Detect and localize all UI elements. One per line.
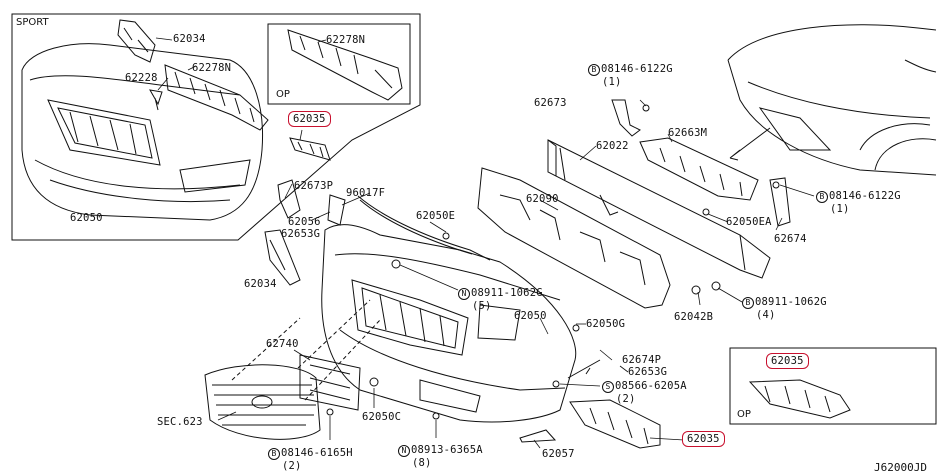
part-62034-left: 62034	[244, 278, 277, 290]
sec-623-label: SEC.623	[157, 416, 203, 428]
part-62673P: 62673P	[294, 180, 334, 192]
fastener-code: 08566-6205A	[615, 380, 687, 392]
op-inset-top	[267, 23, 411, 105]
op-inset-title-top: OP	[276, 89, 290, 100]
part-62034-sport: 62034	[173, 33, 206, 45]
bracket-62673	[611, 99, 641, 137]
part-62050EA: 62050EA	[726, 216, 772, 228]
fastener-code: 08146-6122G	[601, 63, 673, 75]
car-outline-drawing	[727, 24, 937, 176]
part-62740: 62740	[266, 338, 299, 350]
fastener-code: 08911-1062G	[755, 296, 827, 308]
part-62035-top: 62035	[288, 111, 331, 127]
part-62674: 62674	[774, 233, 807, 245]
bracket-62674	[769, 177, 791, 227]
sport-bumper-drawing	[21, 43, 263, 221]
fastener-mark-b: B	[816, 191, 828, 203]
fastener-mark-b: B	[588, 64, 600, 76]
clip-62228	[149, 89, 163, 111]
fastener-qty: (1)	[602, 76, 622, 88]
part-62228: 62228	[125, 72, 158, 84]
part-62653G-left: 62653G	[281, 228, 321, 240]
clip-62057	[519, 429, 557, 443]
part-62653G-right: 62653G	[628, 366, 668, 378]
fastener-qty: (8)	[412, 457, 432, 469]
bracket-62673P	[277, 179, 301, 219]
fastener-qty: (2)	[616, 393, 636, 405]
part-62278N-sport: 62278N	[192, 62, 232, 74]
fastener-qty: (5)	[472, 300, 492, 312]
part-62278N-op: 62278N	[326, 34, 366, 46]
upper-grille-62663M	[639, 137, 759, 201]
part-62673: 62673	[534, 97, 567, 109]
fastener-code: 08146-6122G	[829, 190, 901, 202]
part-96017F: 96017F	[346, 187, 386, 199]
lower-grille-62035	[569, 399, 661, 449]
part-62035-op: 62035	[766, 353, 809, 369]
grille-back-62740	[299, 354, 361, 411]
op-inset-title-bottom: OP	[737, 409, 751, 420]
bracket-62034-left	[264, 229, 301, 286]
dashed-leader	[231, 299, 381, 401]
fastener-code: 08911-1062G	[471, 287, 543, 299]
sport-inset-frame	[11, 13, 421, 241]
op-inset-bottom	[729, 347, 937, 425]
fastener-code: 08146-6165H	[281, 447, 353, 459]
fastener-code: 08913-6365A	[411, 444, 483, 456]
reinforcement-62022	[547, 139, 771, 279]
fastener-mark-s: S	[602, 381, 614, 393]
op-grille-lower	[748, 379, 851, 419]
fastener-marks	[326, 104, 780, 420]
sport-fog-grille	[289, 137, 331, 161]
part-62663M: 62663M	[668, 127, 708, 139]
fastener-qty: (2)	[282, 460, 302, 472]
part-62022: 62022	[596, 140, 629, 152]
part-62042B: 62042B	[674, 311, 714, 323]
fastener-qty: (4)	[756, 309, 776, 321]
part-62050E: 62050E	[416, 210, 456, 222]
op-lower-grille	[287, 29, 403, 101]
leader-lines	[155, 37, 815, 449]
part-62050-sport: 62050	[70, 212, 103, 224]
fastener-qty: (1)	[830, 203, 850, 215]
part-62050: 62050	[514, 310, 547, 322]
fastener-mark-b: B	[268, 448, 280, 460]
sport-grille-bracket	[117, 19, 156, 63]
absorber-62090	[477, 167, 671, 309]
part-62035-bottom: 62035	[682, 431, 725, 447]
part-62674P: 62674P	[622, 354, 662, 366]
fastener-mark-b: B	[742, 297, 754, 309]
fastener-mark-n: N	[458, 288, 470, 300]
sport-inset-title: SPORT	[16, 17, 49, 28]
fastener-mark-n: N	[398, 445, 410, 457]
sport-lower-grille	[164, 64, 269, 131]
part-62090: 62090	[526, 193, 559, 205]
car-arrow	[729, 127, 771, 161]
diagram-id: J62000JD	[874, 461, 927, 474]
moulding-96017F	[357, 195, 491, 261]
part-62056: 62056	[288, 216, 321, 228]
part-62050C: 62050C	[362, 411, 402, 423]
part-62050G: 62050G	[586, 318, 626, 330]
part-62057: 62057	[542, 448, 575, 460]
